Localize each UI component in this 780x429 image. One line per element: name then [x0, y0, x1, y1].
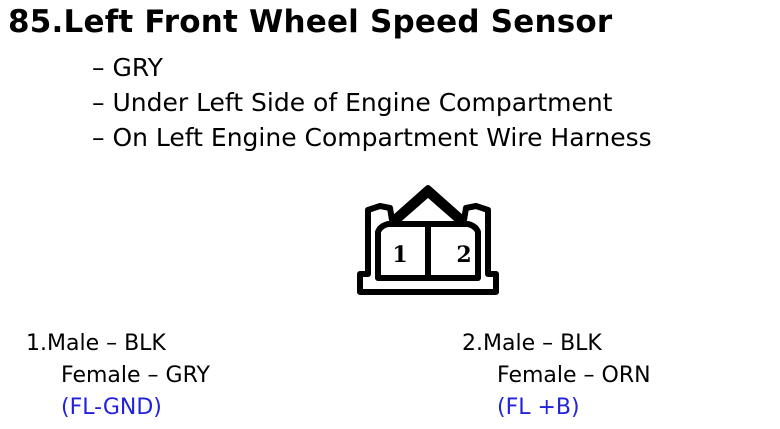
harness-item: – On Left Engine Compartment Wire Harnes… — [92, 123, 652, 152]
connector-face-icon: 1 2 — [357, 185, 499, 295]
page-title: 85.Left Front Wheel Speed Sensor — [8, 4, 613, 40]
pin-1-female: Female – GRY — [61, 363, 210, 388]
harness-color-item: – GRY — [92, 53, 163, 82]
location-item: – Under Left Side of Engine Compartment — [92, 88, 613, 117]
pin-1-signal: (FL-GND) — [61, 395, 162, 420]
pin-2-signal: (FL +B) — [497, 395, 580, 420]
connector-cavity — [375, 221, 481, 281]
pin-2-info: 2.Male – BLK Female – ORN (FL +B) — [462, 328, 651, 424]
terminal-label-1: 1 — [392, 242, 407, 268]
terminal-label-2: 2 — [456, 242, 471, 268]
connector-housing — [357, 185, 499, 295]
pin-1-info: 1.Male – BLK Female – GRY (FL-GND) — [26, 328, 210, 424]
connector-latch — [394, 191, 462, 225]
pin-2-male: 2.Male – BLK — [462, 331, 602, 356]
pin-1-male: 1.Male – BLK — [26, 331, 166, 356]
pin-2-female: Female – ORN — [497, 363, 651, 388]
location-details-list: – GRY – Under Left Side of Engine Compar… — [92, 50, 652, 155]
